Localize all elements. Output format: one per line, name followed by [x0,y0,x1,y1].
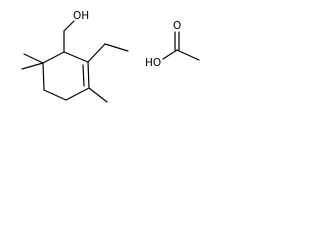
bond-c1-c2 [63,51,89,63]
hydroxyl-label: OH [73,10,89,22]
chemical-structure-diagram: OH O HO [21,10,200,103]
bond-c3-c4 [65,87,90,101]
bond-c5-c6 [42,62,45,91]
bond-c-methyl [176,49,200,61]
bond-c6-methyl-b [23,53,44,64]
bond-c4-c5 [43,89,67,101]
bond-ch2-o [63,20,75,32]
acid-hydroxyl-label: HO [145,57,161,69]
bond-c6-c1 [42,51,65,64]
bond-c2-ethyl-ch2 [87,43,106,63]
bond-c3-methyl [88,87,108,103]
ring-compound: OH [21,10,129,103]
bond-c6-methyl-a [21,62,44,70]
bond-c2-c3-double [82,64,85,87]
bond-c2-c3 [87,61,90,89]
bond-oh-c [162,49,178,60]
acetic-acid: O HO [145,20,200,69]
carbonyl-oxygen-label: O [173,20,181,32]
bond-ethyl-ch3 [104,43,129,52]
